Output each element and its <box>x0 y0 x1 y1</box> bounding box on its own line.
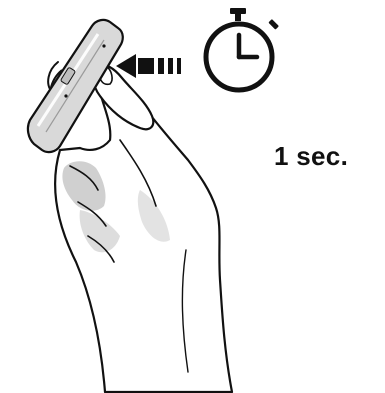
stopwatch-icon <box>206 8 279 90</box>
dashed-arrow-icon <box>116 54 181 78</box>
duration-label: 1 sec. <box>274 141 348 172</box>
